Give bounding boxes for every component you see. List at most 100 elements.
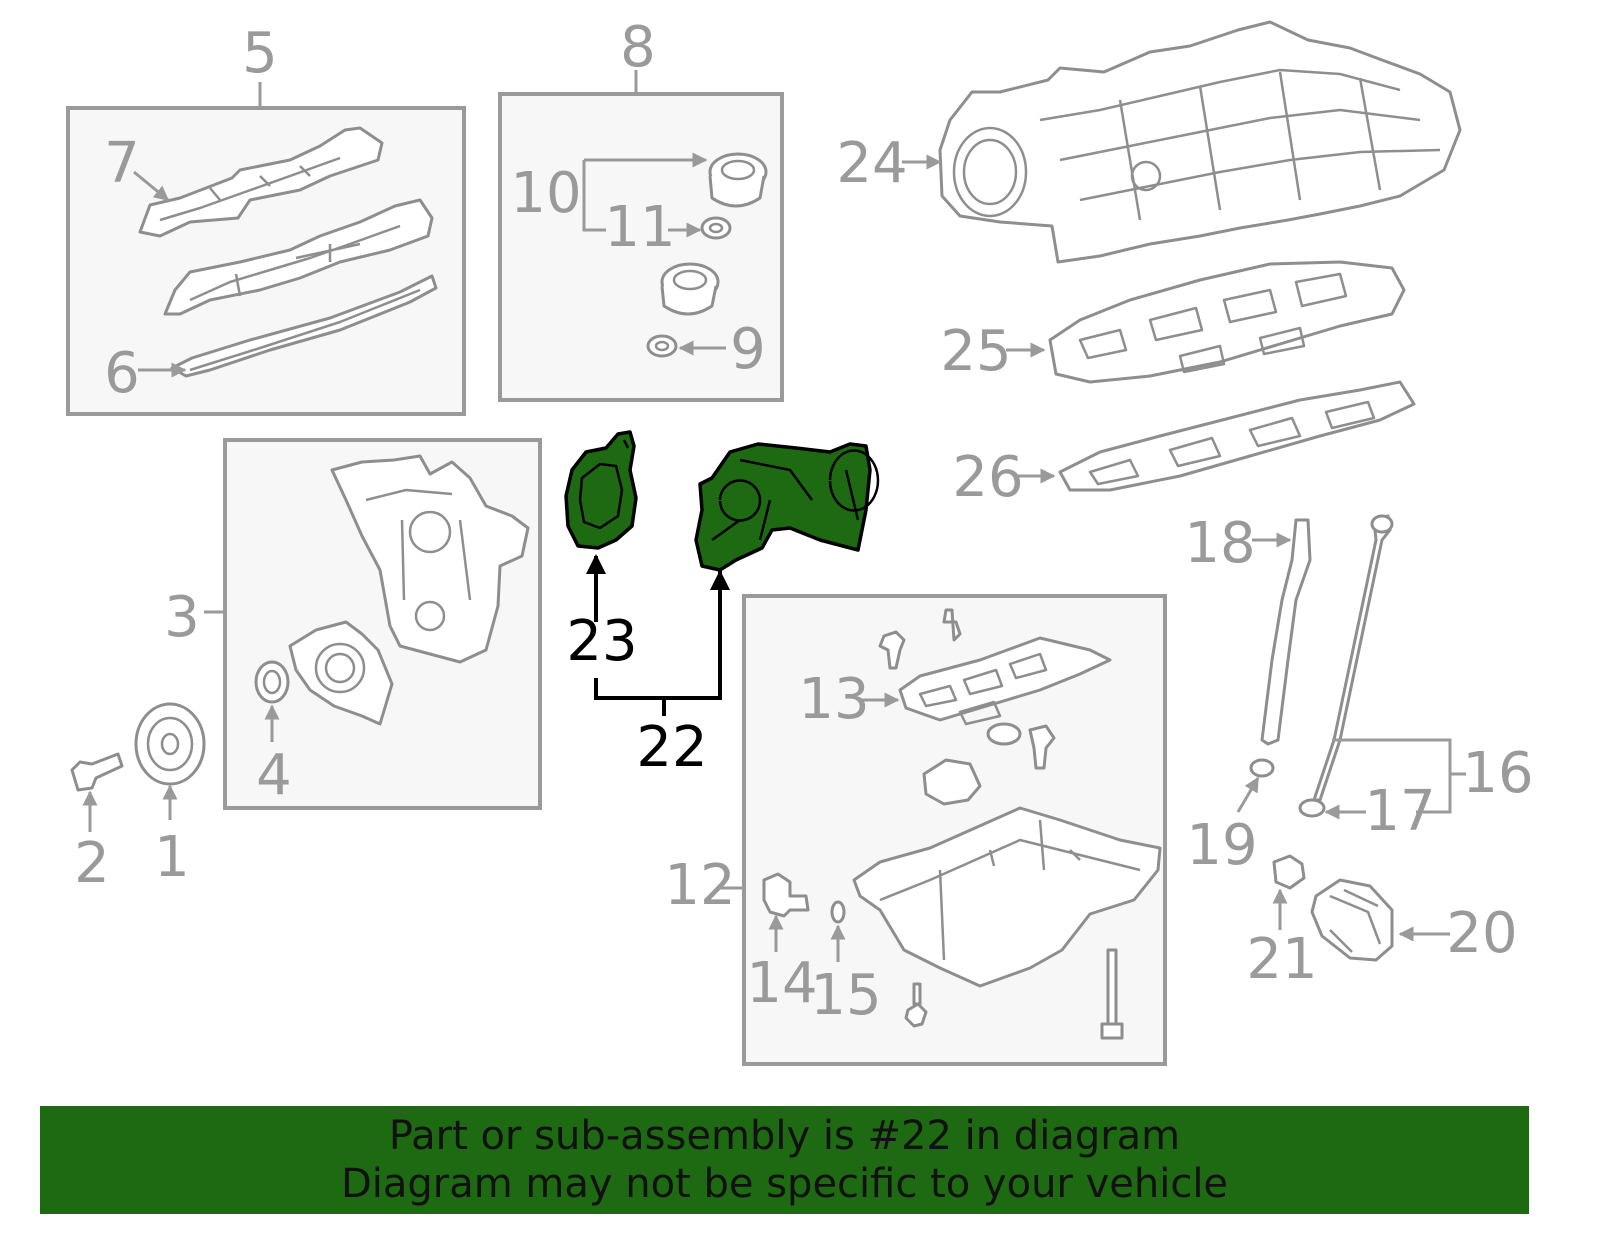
callout-21: 21 [1246,927,1317,992]
highlighted-part-22 [564,430,880,572]
crank-pulley-hub [160,732,180,756]
intake-manifold-parts [938,20,1462,264]
oil-filter-20 [1310,878,1394,962]
drain-seal-15 [830,900,846,924]
intake-manifold-boss [1130,160,1162,192]
valve-cover-parts [138,126,438,378]
lower-intake-ports [1078,272,1348,374]
oil-cap-10-top [720,159,756,181]
seal-9 [646,334,678,358]
callout-4: 4 [256,743,292,808]
timing-cover-port-lower [414,600,446,632]
front-cover-seal-bore [314,642,366,694]
leader-7 [133,170,170,202]
oil-cap-lower-top [672,269,708,291]
timing-cover-parts [254,454,530,726]
oil-filter-adapter-detail [711,449,880,542]
intake-manifold-24 [938,20,1462,264]
callout-11: 11 [604,195,675,260]
oil-pan-bolt-c [1028,724,1056,770]
callout-19: 19 [1186,813,1257,878]
seal-11 [700,216,732,240]
gasket-23-detail [578,439,630,530]
callout-25: 25 [940,319,1011,384]
front-cover-seal-inner [324,652,356,684]
callout-12: 12 [664,853,735,918]
oil-filter-adapter-22 [694,442,872,572]
callout-5: 5 [242,21,278,86]
callout-22: 22 [636,715,707,780]
dipstick-tube-18 [1260,518,1312,746]
crank-pulley-rim [146,716,194,772]
bracket-22 [594,570,722,700]
dipstick-17 [1312,514,1392,802]
intake-gasket-26 [1058,380,1416,492]
valve-cover-7-detail [159,156,341,222]
callout-9: 9 [730,317,766,382]
oil-cap-10-body [708,175,766,208]
info-banner: Part or sub-assembly is #22 in diagram D… [40,1106,1529,1214]
callout-16: 16 [1462,741,1533,806]
drain-plug-14 [762,872,810,918]
callout-6: 6 [104,341,140,406]
oil-fill-cap-parts [646,152,768,358]
baffle-bolt-b [942,608,962,642]
leader-19 [1236,776,1260,813]
callout-26: 26 [952,445,1023,510]
callout-24: 24 [836,131,907,196]
timing-cover-port [408,510,452,554]
front-cover-plate [288,620,394,726]
callout-17: 17 [1364,779,1435,844]
group-box-8 [498,92,784,402]
oil-pan-plug [986,722,1022,746]
seal-11-hole [708,222,724,234]
seal-dipstick [1298,798,1326,818]
intake-manifold-runners [1039,68,1441,221]
bracket-16 [1332,738,1452,814]
oil-sensor-21 [1272,854,1306,890]
callout-8: 8 [620,15,656,80]
crank-seal-4 [254,660,290,704]
timing-cover-ribs [365,488,472,601]
gasket-23 [564,430,638,550]
callout-18: 18 [1184,511,1255,576]
throttle-body-bore [952,126,1028,218]
dipstick-filter-parts [1249,514,1394,962]
oil-pan-parts [762,608,1162,1040]
callout-3: 3 [164,585,200,650]
callout-1: 1 [154,825,190,890]
banner-line-1: Part or sub-assembly is #22 in diagram [388,1113,1181,1159]
valve-cover-upper-detail [189,224,401,302]
throttle-body-inner [962,138,1018,206]
bracket-10 [582,160,606,232]
crank-seal-4-inner [262,669,282,695]
lower-intake-parts [1048,260,1406,384]
callout-14: 14 [746,951,817,1016]
callout-15: 15 [810,963,881,1028]
seal-19 [1249,758,1275,778]
oil-pan-baffle-ports [918,652,1048,726]
valve-cover-gasket-6 [170,274,438,378]
oil-pan-12 [852,806,1162,988]
callout-23: 23 [566,609,637,674]
callout-2: 2 [74,831,110,896]
crank-bolt-2 [70,752,124,792]
oil-pan-ribs [879,819,1141,961]
oil-pan-bolt-d [904,982,928,1028]
valve-cover-gasket-detail [189,288,421,372]
callout-13: 13 [798,667,869,732]
crank-pulley-parts [70,702,206,792]
callout-7: 7 [104,131,140,196]
callout-10: 10 [510,161,581,226]
seal-9-hole [654,340,670,352]
intake-gasket-ports [1088,400,1376,486]
dipstick-handle [1370,514,1394,534]
oil-pan-stud [1100,948,1124,1040]
callout-20: 20 [1446,901,1517,966]
banner-line-2: Diagram may not be specific to your vehi… [340,1161,1229,1207]
oil-pump-pickup [922,758,982,806]
lower-intake-25 [1048,260,1406,384]
oil-cap-lower-body [660,285,718,316]
baffle-bolt-a [878,630,906,670]
